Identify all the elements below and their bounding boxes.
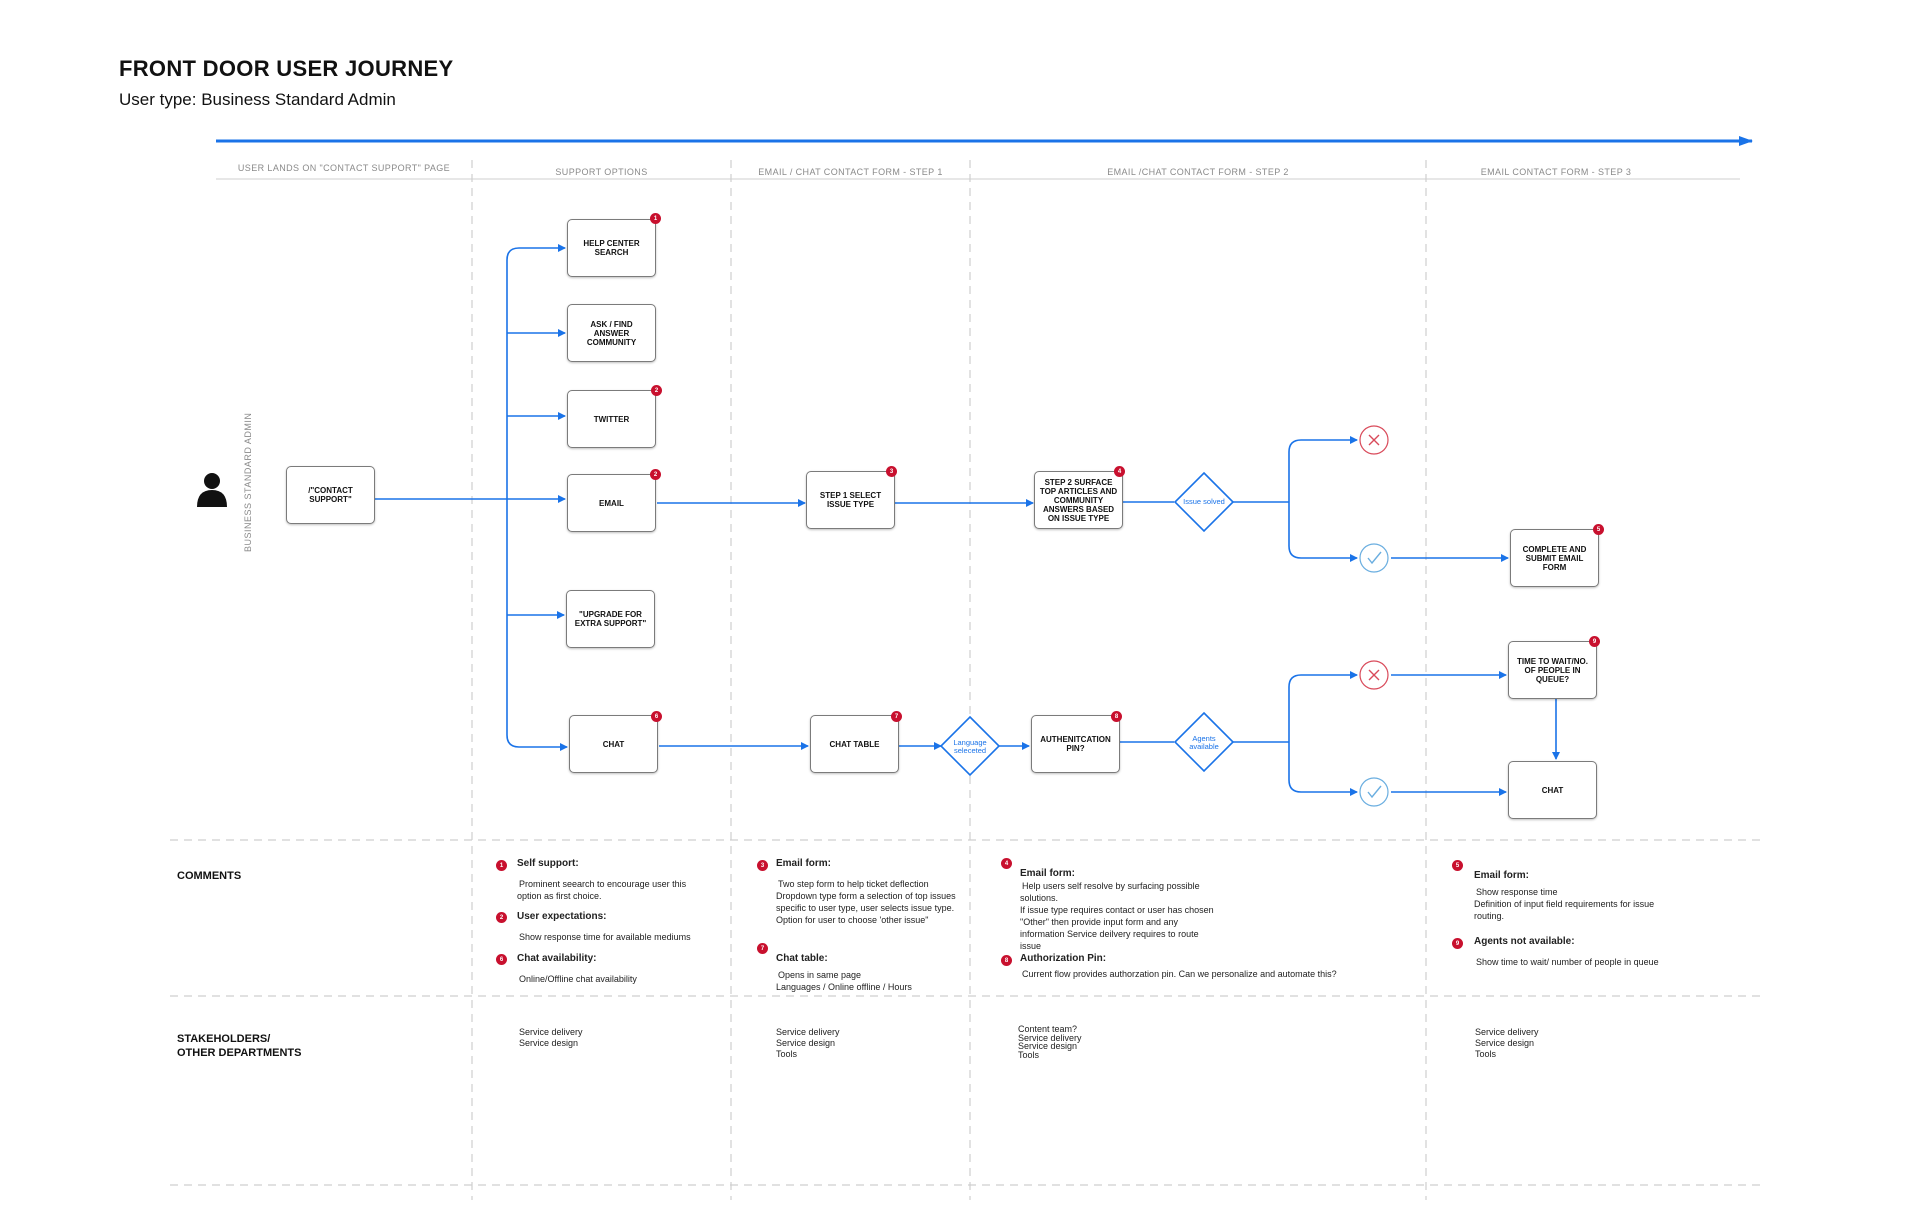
node-complete-email-form[interactable]: COMPLETE AND SUBMIT EMAIL FORM [1510, 529, 1599, 587]
comment-title: Email form: [1474, 870, 1530, 881]
node-email[interactable]: EMAIL [567, 474, 656, 532]
comment-email-form-step1: Email form: Two step form to help ticket… [776, 858, 966, 926]
comment-title: Agents not available: [1474, 936, 1575, 947]
node-help-center-search[interactable]: HELP CENTER SEARCH [567, 219, 656, 277]
column-header-step2: EMAIL /CHAT CONTACT FORM - STEP 2 [1107, 167, 1289, 177]
comment-badge: 8 [1001, 955, 1012, 966]
node-step1-select-issue[interactable]: STEP 1 SELECT ISSUE TYPE [806, 471, 895, 529]
check-circle-icon [1359, 543, 1389, 573]
stakeholders-step3: Service delivery Service design Tools [1475, 1027, 1539, 1059]
x-circle-icon [1359, 660, 1389, 690]
comment-user-expectations: User expectations: Show response time fo… [517, 911, 707, 943]
stakeholders-step2: Content team? Service delivery Service d… [1018, 1024, 1082, 1060]
stakeholders-support-options: Service delivery Service design [519, 1027, 583, 1048]
badge: 3 [886, 466, 897, 477]
section-comments: COMMENTS [177, 870, 242, 882]
comment-title: Chat availability: [517, 953, 597, 964]
comment-badge: 9 [1452, 938, 1463, 949]
node-chat[interactable]: CHAT [569, 715, 658, 773]
badge: 6 [651, 711, 662, 722]
comment-badge: 1 [496, 860, 507, 871]
section-stakeholders: STAKEHOLDERS/ OTHER DEPARTMENTS [177, 1032, 301, 1060]
badge: 4 [1114, 466, 1125, 477]
node-authentication-pin[interactable]: AUTHENITCATION PIN? [1031, 715, 1120, 773]
badge: 1 [650, 213, 661, 224]
comment-badge: 4 [1001, 858, 1012, 869]
stakeholders-step1: Service delivery Service design Tools [776, 1027, 840, 1059]
column-header-support-options: SUPPORT OPTIONS [555, 167, 648, 177]
comment-chat-table: Chat table: Opens in same page Languages … [776, 941, 966, 993]
badge: 5 [1593, 524, 1604, 535]
comment-body: Show time to wait/ number of people in q… [1476, 957, 1659, 967]
comment-badge: 2 [496, 912, 507, 923]
node-step2-surface-articles[interactable]: STEP 2 SURFACE TOP ARTICLES AND COMMUNIT… [1034, 471, 1123, 529]
comment-self-support: Self support: Prominent seearch to encou… [517, 858, 697, 902]
flow-connectors [375, 244, 1560, 796]
section-stakeholders-line1: STAKEHOLDERS/ [177, 1033, 271, 1045]
comment-title: User expectations: [517, 911, 607, 922]
user-icon [197, 473, 227, 507]
comment-body: Show response time Definition of input f… [1474, 887, 1655, 921]
comment-agents-not-available: Agents not available: Show time to wait/… [1474, 936, 1694, 968]
badge: 7 [891, 711, 902, 722]
comment-email-form-step2: Email form: Help users self resolve by su… [1020, 856, 1220, 952]
lane-label: BUSINESS STANDARD ADMIN [243, 412, 253, 552]
comment-body: Opens in same page Languages / Online of… [776, 970, 912, 992]
column-header-step3: EMAIL CONTACT FORM - STEP 3 [1480, 167, 1632, 177]
badge: 8 [1111, 711, 1122, 722]
comment-chat-availability: Chat availability: Online/Offline chat a… [517, 953, 707, 985]
comment-body: Current flow provides authorzation pin. … [1022, 969, 1337, 979]
decision-label-language-selected: Language seleceted [953, 738, 987, 755]
comment-email-form-step3: Email form: Show response time Definition… [1474, 858, 1674, 922]
page-title: FRONT DOOR USER JOURNEY [119, 56, 454, 81]
node-chat-final[interactable]: CHAT [1508, 761, 1597, 819]
badge: 2 [650, 469, 661, 480]
node-upgrade-extra-support[interactable]: "UPGRADE FOR EXTRA SUPPORT" [566, 590, 655, 648]
column-dividers [471, 160, 1427, 1200]
decision-language-selected [939, 715, 1001, 777]
comment-badge: 5 [1452, 860, 1463, 871]
comment-title: Authorization Pin: [1020, 953, 1107, 964]
comment-title: Chat table: [776, 953, 828, 964]
comment-body: Show response time for available mediums [519, 932, 691, 942]
x-circle-icon [1359, 425, 1389, 455]
node-twitter[interactable]: TWITTER [567, 390, 656, 448]
section-stakeholders-line2: OTHER DEPARTMENTS [177, 1047, 302, 1059]
node-contact-support[interactable]: /"CONTACT SUPPORT" [286, 466, 375, 524]
comment-body: Two step form to help ticket deflection … [776, 879, 956, 925]
decision-issue-solved [1173, 471, 1235, 533]
comment-badge: 3 [757, 860, 768, 871]
comment-badge: 7 [757, 943, 768, 954]
badge: 2 [651, 385, 662, 396]
decision-label-agents-available: Agents available [1189, 734, 1219, 751]
decision-label-issue-solved: Issue solved [1183, 497, 1225, 506]
column-header-step1: EMAIL / CHAT CONTACT FORM - STEP 1 [758, 167, 943, 177]
comment-body: Prominent seearch to encourage user this… [517, 879, 687, 901]
decision-agents-available [1173, 711, 1235, 773]
node-time-to-wait[interactable]: TIME TO WAIT/NO. OF PEOPLE IN QUEUE? [1508, 641, 1597, 699]
node-ask-community[interactable]: ASK / FIND ANSWER COMMUNITY [567, 304, 656, 362]
comment-body: Online/Offline chat availability [519, 974, 637, 984]
column-header-landing: USER LANDS ON "CONTACT SUPPORT" PAGE [237, 163, 451, 173]
comment-title: Self support: [517, 858, 579, 869]
comment-authorization-pin: Authorization Pin: Current flow provides… [1020, 953, 1380, 980]
node-chat-table[interactable]: CHAT TABLE [810, 715, 899, 773]
page-subtitle: User type: Business Standard Admin [119, 90, 396, 109]
comment-title: Email form: [776, 858, 832, 869]
comment-body: Help users self resolve by surfacing pos… [1020, 881, 1214, 951]
check-circle-icon [1359, 777, 1389, 807]
comment-title: Email form: [1020, 868, 1076, 879]
badge: 9 [1589, 636, 1600, 647]
comment-badge: 6 [496, 954, 507, 965]
